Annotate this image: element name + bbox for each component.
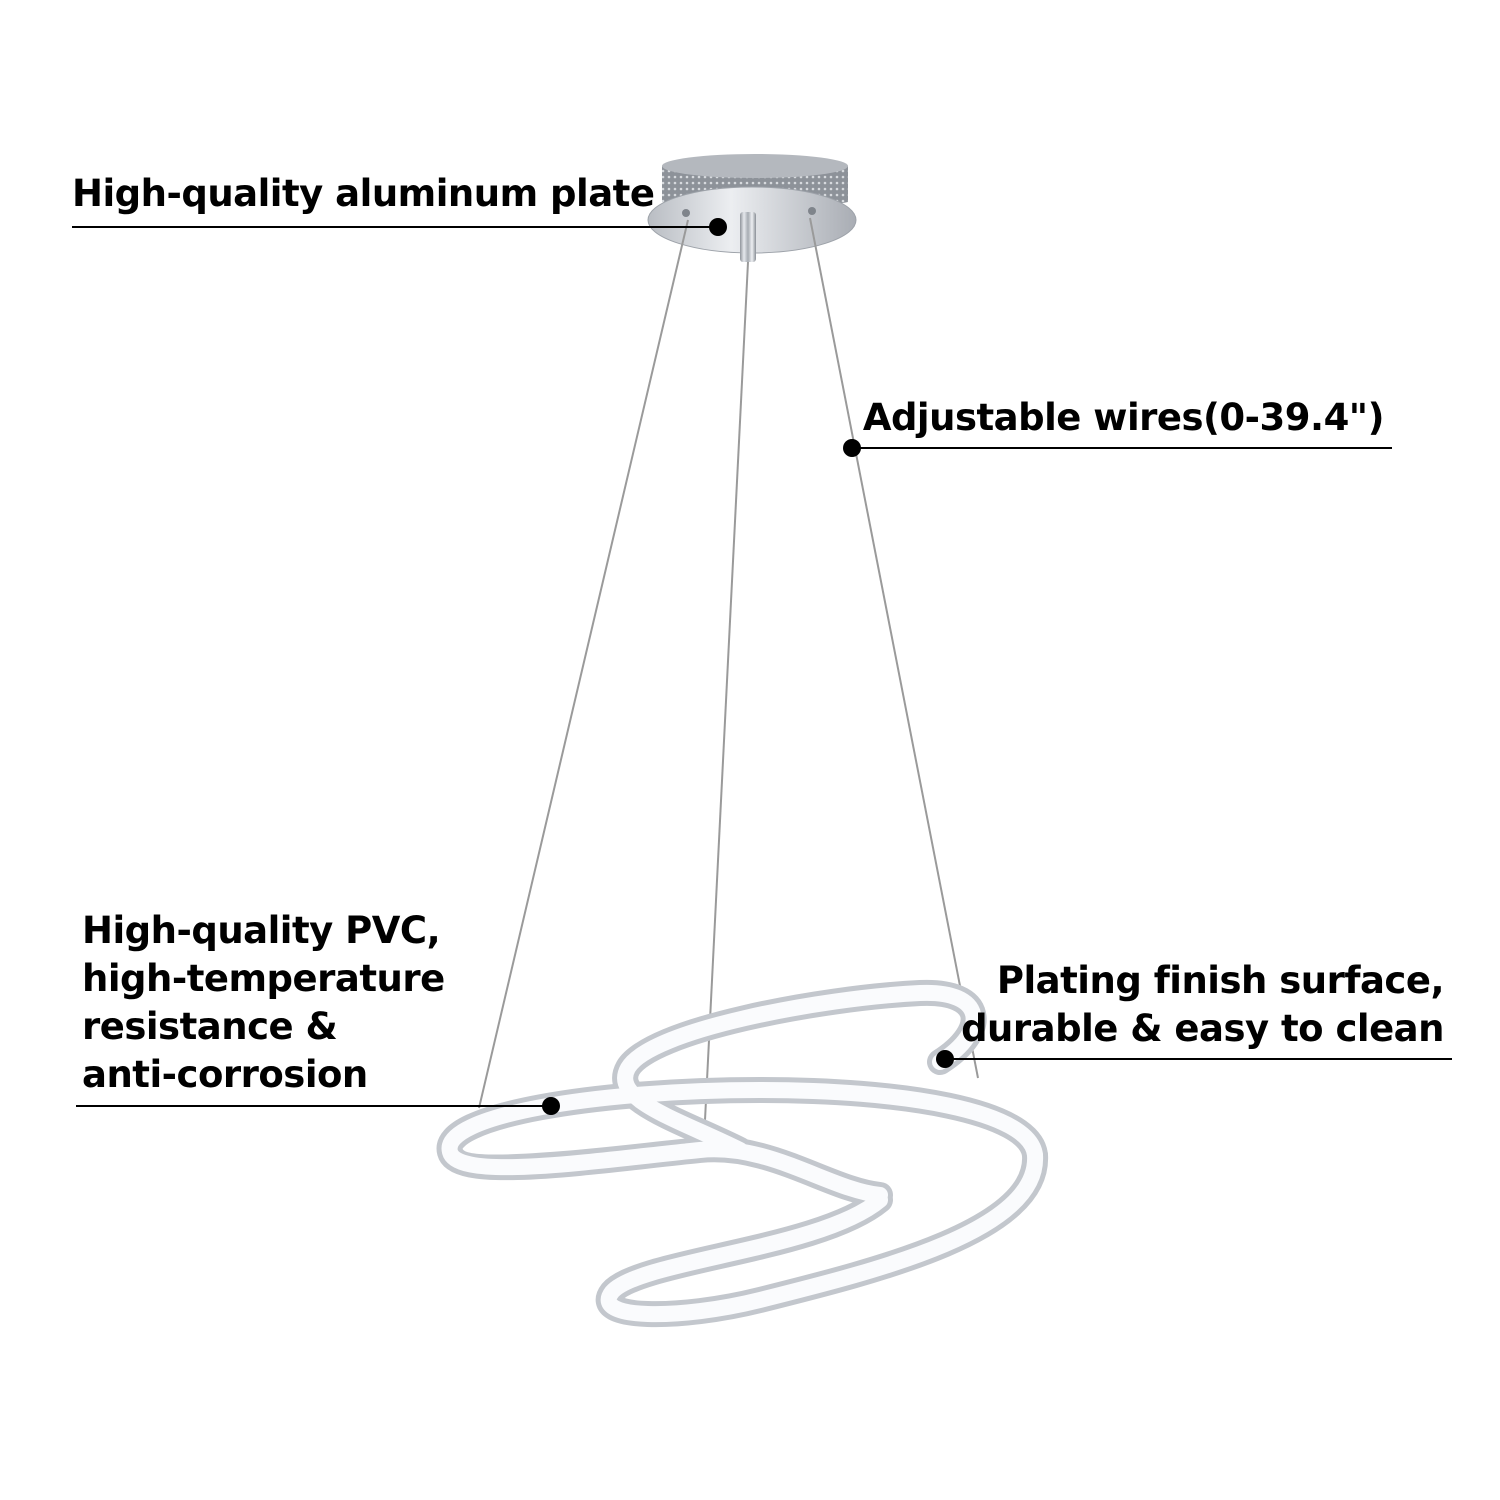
callout-wires-label: Adjustable wires(0-39.4") <box>862 394 1385 442</box>
callout-plate-line: High-quality aluminum plate <box>72 172 655 215</box>
callout-plate-leader <box>72 218 727 236</box>
callout-pvc-leader <box>76 1097 560 1115</box>
callout-pvc-line-3: resistance & <box>82 1005 338 1048</box>
callout-plating-leader <box>936 1050 1452 1068</box>
ceiling-canopy <box>647 154 857 262</box>
led-spiral-rings <box>436 979 1049 1328</box>
callout-pvc-line-1: High-quality PVC, <box>82 909 441 952</box>
callout-plating-label: Plating finish surface, durable & easy t… <box>961 957 1444 1053</box>
callout-plating-line-2: durable & easy to clean <box>961 1007 1444 1050</box>
callout-pvc-line-4: anti-corrosion <box>82 1053 368 1096</box>
callout-plate-label: High-quality aluminum plate <box>72 170 655 218</box>
callout-pvc-label: High-quality PVC, high-temperature resis… <box>82 907 445 1099</box>
callout-wires-line: Adjustable wires(0-39.4") <box>862 396 1385 439</box>
suspension-wires <box>478 217 979 1141</box>
callout-pvc-line-2: high-temperature <box>82 957 445 1000</box>
callout-wires-leader <box>843 439 1392 457</box>
callout-plating-line-1: Plating finish surface, <box>996 959 1445 1002</box>
